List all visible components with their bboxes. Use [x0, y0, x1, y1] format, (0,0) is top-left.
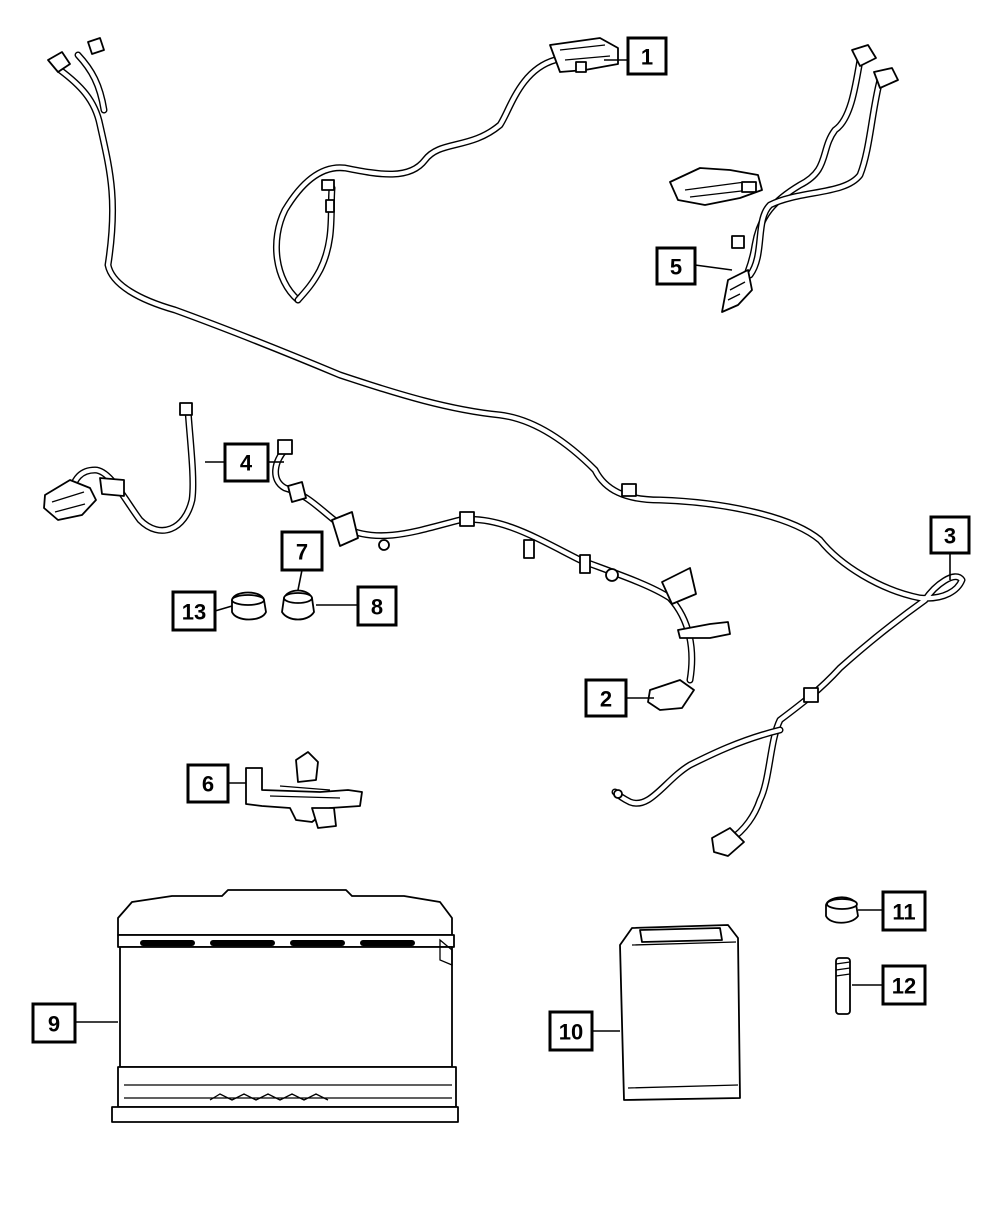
callout-3-label: 3 — [944, 524, 956, 549]
cable-part-5 — [669, 44, 899, 313]
bracket-part-6 — [245, 751, 363, 829]
cap-part-13 — [231, 591, 267, 621]
callout-8: 8 — [356, 585, 398, 627]
nut-part-11 — [825, 896, 859, 924]
callout-7-label: 7 — [296, 540, 308, 565]
harness-part-1 — [272, 37, 619, 304]
callout-9: 9 — [31, 1002, 77, 1044]
callout-1-label: 1 — [641, 45, 653, 70]
callout-11: 11 — [881, 890, 927, 932]
callout-2: 2 — [584, 678, 628, 718]
battery-box-part-10 — [619, 924, 741, 1101]
battery-part-9 — [111, 889, 459, 1123]
callout-13: 13 — [171, 590, 217, 632]
cable-part-4 — [43, 402, 197, 534]
callout-8-label: 8 — [371, 595, 383, 620]
callout-6-label: 6 — [202, 772, 214, 797]
callout-11-label: 11 — [892, 900, 915, 925]
callout-2-label: 2 — [600, 687, 612, 712]
callout-5-label: 5 — [670, 255, 682, 280]
callout-4-label: 4 — [240, 451, 253, 476]
callout-7: 7 — [280, 530, 324, 572]
callout-10-label: 10 — [559, 1020, 583, 1045]
callout-4: 4 — [223, 442, 270, 483]
harness-part-3 — [47, 37, 966, 857]
callout-1: 1 — [626, 36, 668, 76]
callout-5: 5 — [655, 246, 697, 286]
callout-12: 12 — [881, 964, 927, 1006]
callout-3: 3 — [929, 515, 971, 555]
bolt-part-12 — [835, 957, 851, 1015]
callout-9-label: 9 — [48, 1012, 60, 1037]
nut-part-7-8 — [281, 589, 315, 621]
callout-10: 10 — [548, 1010, 594, 1052]
harness-part-2 — [272, 439, 731, 711]
leader-lines — [75, 59, 951, 1032]
callout-6: 6 — [186, 763, 230, 804]
callout-12-label: 12 — [892, 974, 916, 999]
callout-13-label: 13 — [182, 600, 206, 625]
